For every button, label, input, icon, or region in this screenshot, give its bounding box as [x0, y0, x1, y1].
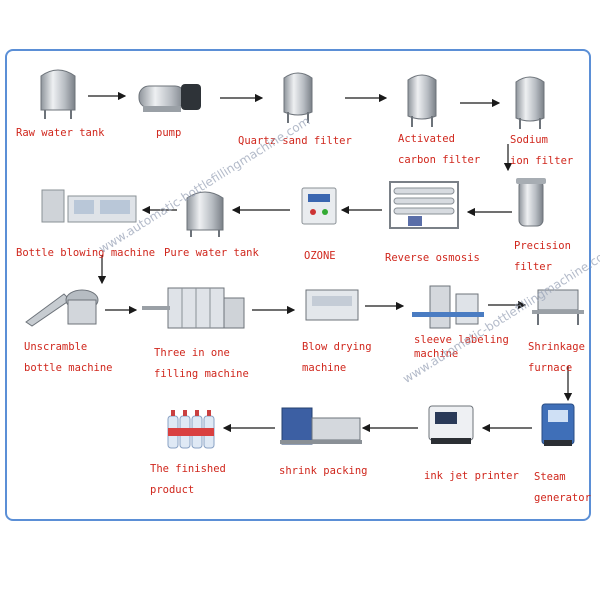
filter-vessel-icon	[407, 74, 437, 127]
label-quartz-sand-filter: Quartz sand filter	[238, 135, 352, 147]
filling-machine-icon	[142, 287, 245, 329]
label-reverse-osmosis: Reverse osmosis	[385, 252, 480, 264]
label-ozone: OZONE	[304, 250, 336, 262]
blowing-machine-icon	[41, 189, 137, 223]
label-bottle-blowing-machine: Bottle blowing machine	[16, 247, 156, 259]
label-pure-water-tank: Pure water tank	[164, 247, 259, 259]
ozone-generator-icon	[301, 187, 337, 225]
labeler-icon	[412, 285, 484, 329]
cartridge-filter-icon	[516, 178, 546, 227]
label-pump: pump	[156, 127, 182, 139]
dryer-icon	[305, 289, 359, 321]
unscrambler-icon	[25, 289, 99, 327]
diagram-frame	[5, 49, 591, 521]
label-raw-water-tank: Raw water tank	[16, 127, 105, 139]
ro-system-icon	[389, 181, 459, 229]
printer-icon	[428, 405, 474, 444]
shrink-packer-icon	[280, 407, 362, 445]
bottle-pack-icon	[167, 410, 215, 449]
tank-icon	[40, 69, 76, 119]
pump-icon	[138, 84, 201, 112]
label-ink-jet-printer: ink jet printer	[424, 470, 519, 482]
filter-vessel-icon	[515, 76, 545, 129]
filter-vessel-icon	[283, 72, 313, 123]
steam-generator-icon	[541, 403, 575, 446]
shrink-tunnel-icon	[532, 289, 584, 325]
label-shrink-packing: shrink packing	[279, 465, 368, 477]
tank-icon	[186, 191, 224, 237]
